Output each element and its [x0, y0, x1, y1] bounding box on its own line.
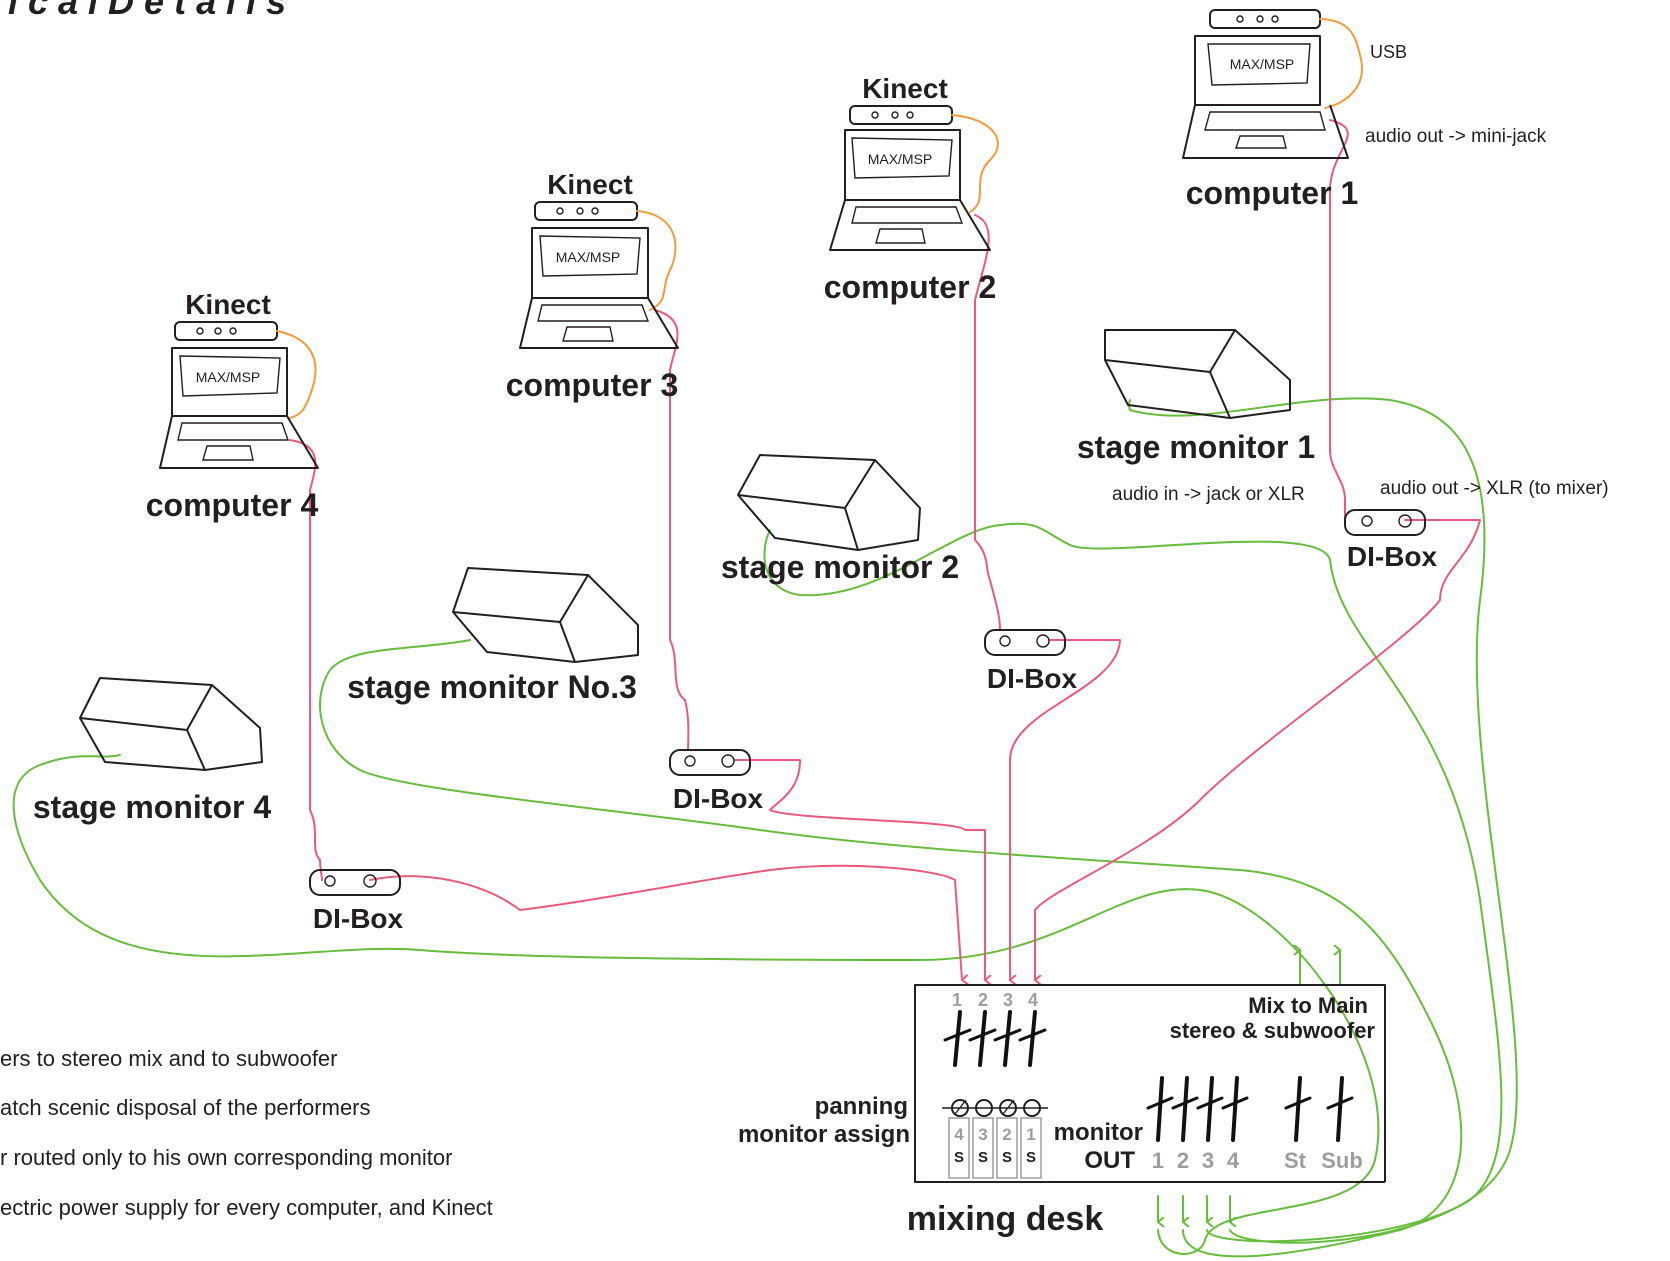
mixing-desk: 1 2 3 4 4 3 2 1 S S S — [738, 984, 1386, 1238]
svg-text:3: 3 — [1202, 1148, 1214, 1173]
audio-cables — [289, 119, 1481, 980]
svg-text:MAX/MSP: MAX/MSP — [556, 249, 621, 265]
computer-3: Kinect MAX/MSP computer 3 — [506, 169, 679, 403]
audio-out-minijack-annotation: audio out -> mini-jack — [1365, 126, 1547, 147]
svg-text:S: S — [978, 1149, 988, 1166]
svg-text:1: 1 — [1152, 1148, 1164, 1173]
svg-text:3: 3 — [978, 1125, 987, 1144]
svg-text:Kinect: Kinect — [547, 169, 633, 200]
svg-text:MAX/MSP: MAX/MSP — [196, 369, 261, 385]
cable-monitor-4 — [12, 754, 1380, 1255]
audio-out-xlr-annotation: audio out -> XLR (to mixer) — [1380, 478, 1609, 499]
cable-di2-to-mixer — [1010, 639, 1121, 980]
stage-monitor-1: stage monitor 1 — [1077, 329, 1315, 465]
computer-2-label: computer 2 — [824, 269, 996, 305]
svg-text:S: S — [1026, 1149, 1036, 1166]
computer-3-label: computer 3 — [506, 367, 678, 403]
cable-c2-to-di — [974, 214, 1001, 631]
cable-monitor-3 — [319, 639, 1463, 1258]
sensor-bar — [1209, 9, 1321, 29]
di-box-3: DI-Box — [669, 749, 764, 814]
svg-text:MAX/MSP: MAX/MSP — [868, 151, 933, 167]
svg-text:stage monitor 4: stage monitor 4 — [33, 789, 271, 825]
svg-text:St: St — [1284, 1148, 1307, 1173]
usb-annotation: USB — [1370, 42, 1407, 62]
audio-in-annotation: audio in -> jack or XLR — [1112, 484, 1305, 505]
svg-text:2: 2 — [978, 990, 988, 1010]
svg-text:4: 4 — [954, 1125, 964, 1144]
computer-2: Kinect MAX/MSP computer 2 — [824, 73, 999, 305]
notes: ers to stereo mix and to subwoofer atch … — [0, 1046, 493, 1220]
svg-text:4: 4 — [1028, 990, 1038, 1010]
di-box-4: DI-Box — [309, 869, 404, 934]
cable-di3-to-mixer — [734, 759, 985, 980]
svg-text:stage monitor 1: stage monitor 1 — [1077, 429, 1315, 465]
svg-text:MAX/MSP: MAX/MSP — [1230, 56, 1295, 72]
svg-text:1: 1 — [1026, 1125, 1035, 1144]
svg-text:DI-Box: DI-Box — [1347, 541, 1438, 572]
input-faders — [943, 1010, 1047, 1067]
cable-c1-to-di — [1329, 119, 1349, 521]
svg-text:DI-Box: DI-Box — [313, 903, 404, 934]
out-label: OUT — [1084, 1147, 1135, 1174]
mixing-desk-title: mixing desk — [907, 1200, 1104, 1238]
svg-text:4: 4 — [1227, 1148, 1240, 1173]
svg-text:atch scenic disposal of the pe: atch scenic disposal of the performers — [0, 1095, 371, 1120]
computer-4: Kinect MAX/MSP computer 4 — [146, 289, 319, 523]
svg-text:ectric power supply for every: ectric power supply for every computer, … — [0, 1195, 493, 1220]
svg-text:DI-Box: DI-Box — [987, 663, 1078, 694]
svg-text:S: S — [1002, 1149, 1012, 1166]
svg-text:2: 2 — [1002, 1125, 1011, 1144]
di-box-1: DI-Box — [1344, 509, 1438, 572]
monitor-label: monitor — [1054, 1119, 1143, 1146]
mix-to-main-label: Mix to Main — [1248, 993, 1368, 1018]
mix-to-main-sublabel: stereo & subwoofer — [1170, 1018, 1376, 1043]
cable-di4-to-mixer — [369, 864, 962, 980]
computer-1-label: computer 1 — [1186, 175, 1358, 211]
stage-monitor-2: stage monitor 2 — [721, 454, 959, 585]
svg-text:1: 1 — [952, 990, 962, 1010]
computer-1: MAX/MSP computer 1 — [1182, 9, 1363, 211]
svg-text:S: S — [954, 1149, 964, 1166]
cable-di1-to-mixer — [1035, 519, 1481, 980]
panning-knobs — [942, 1099, 1048, 1117]
svg-text:2: 2 — [1177, 1148, 1189, 1173]
cable-c3-to-di — [654, 309, 690, 751]
di-box-2: DI-Box — [984, 629, 1078, 694]
cable-monitor-1 — [1128, 397, 1518, 1244]
monitor-assign-label: monitor assign — [738, 1121, 910, 1148]
panning-label: panning — [815, 1093, 908, 1120]
monitor-out-faders — [1146, 1076, 1354, 1142]
svg-text:stage monitor No.3: stage monitor No.3 — [347, 669, 637, 705]
svg-text:ers to stereo mix and to subwo: ers to stereo mix and to subwoofer — [0, 1046, 338, 1071]
svg-text:stage monitor 2: stage monitor 2 — [721, 549, 959, 585]
stage-monitor-3: stage monitor No.3 — [347, 567, 639, 705]
svg-text:Sub: Sub — [1321, 1148, 1363, 1173]
svg-text:DI-Box: DI-Box — [673, 783, 764, 814]
page-title: i c a l D e t a i l s — [8, 0, 286, 22]
computer-4-label: computer 4 — [146, 487, 319, 523]
svg-text:Kinect: Kinect — [862, 73, 948, 104]
stage-monitor-4: stage monitor 4 — [33, 677, 271, 825]
monitor-assign-blocks: 4 3 2 1 S S S S — [948, 1117, 1042, 1179]
svg-text:Kinect: Kinect — [185, 289, 271, 320]
svg-text:r routed only to his own corre: r routed only to his own corresponding m… — [0, 1145, 452, 1170]
svg-text:3: 3 — [1003, 990, 1013, 1010]
